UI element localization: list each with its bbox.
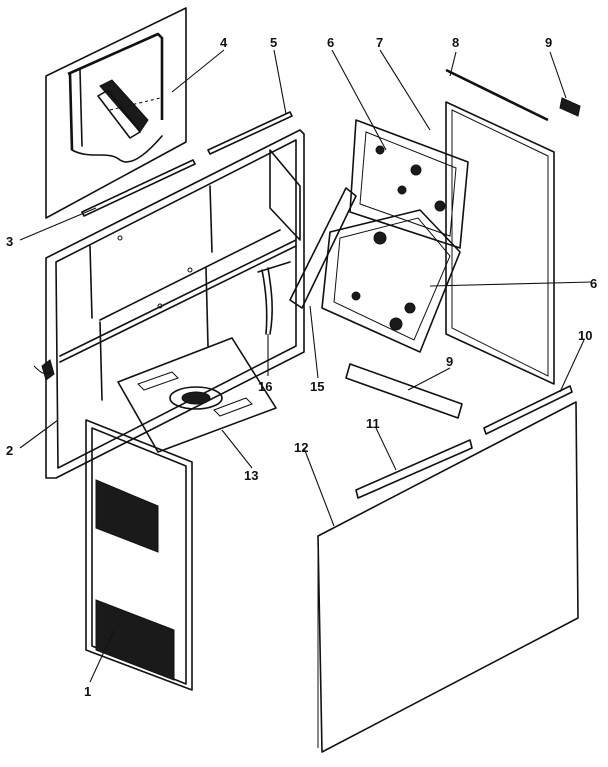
part-11-rail bbox=[483, 385, 573, 435]
detail-inset-part-4 bbox=[45, 7, 187, 219]
part-15-bracket bbox=[289, 187, 357, 309]
part-8-rod bbox=[445, 68, 549, 122]
part-10-rail bbox=[345, 363, 463, 419]
callout-1: 1 bbox=[84, 684, 91, 699]
callout-2: 2 bbox=[6, 443, 13, 458]
callout-8: 8 bbox=[452, 35, 459, 50]
part-13-large-panel bbox=[317, 401, 579, 753]
callout-3: 3 bbox=[6, 234, 13, 249]
callout-16: 16 bbox=[258, 379, 272, 394]
part-5-strip bbox=[207, 111, 293, 155]
callout-11: 10 bbox=[578, 328, 592, 343]
part-9-clip bbox=[559, 97, 581, 117]
callout-5: 5 bbox=[270, 35, 277, 50]
callout-13: 12 bbox=[294, 440, 308, 455]
callout-6-top: 6 bbox=[327, 35, 334, 50]
part-6-upper-panel bbox=[349, 119, 469, 249]
callout-10: 9 bbox=[446, 354, 453, 369]
callout-15: 15 bbox=[310, 379, 324, 394]
part-7-side-panel bbox=[445, 101, 555, 385]
part-1-front-panel bbox=[85, 419, 193, 691]
callout-9: 9 bbox=[545, 35, 552, 50]
callout-4: 4 bbox=[220, 35, 228, 50]
leader-lines bbox=[19, 49, 593, 683]
part-3-strip bbox=[81, 159, 196, 217]
callout-labels: 4 5 6 7 8 9 3 6 10 9 16 15 11 2 12 13 1 bbox=[6, 35, 597, 699]
callout-7: 7 bbox=[376, 35, 383, 50]
part-2-frame bbox=[33, 129, 305, 479]
part-14-base-plate bbox=[117, 337, 277, 453]
callout-14: 13 bbox=[244, 468, 258, 483]
part-16-wire-harness bbox=[257, 261, 291, 335]
part-6-lower-panel bbox=[321, 209, 461, 353]
callout-6-right: 6 bbox=[590, 276, 597, 291]
part-12-rail bbox=[355, 439, 473, 499]
callout-12: 11 bbox=[366, 416, 380, 431]
